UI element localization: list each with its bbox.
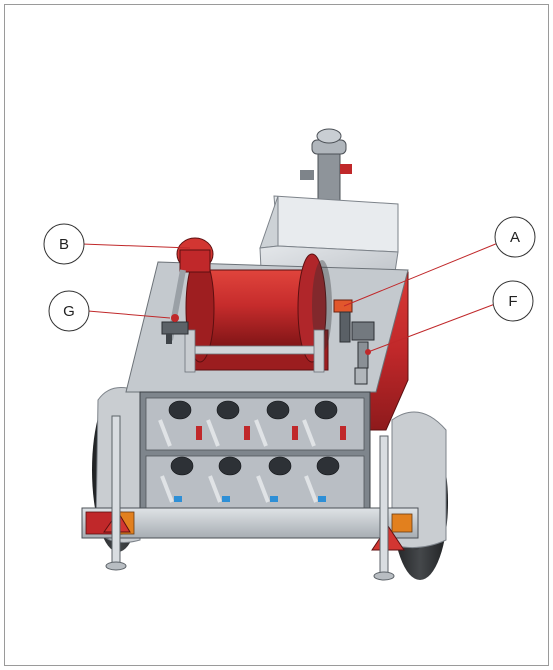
lance-holder [167, 237, 214, 341]
callout-a: A [494, 216, 536, 258]
callout-f: F [492, 280, 534, 322]
svg-text:B: B [59, 236, 69, 253]
svg-text:A: A [510, 229, 520, 246]
svg-text:G: G [63, 303, 75, 320]
leader-lines [81, 242, 499, 353]
support-legs [105, 415, 395, 581]
hose-reel [184, 253, 332, 373]
svg-text:F: F [508, 293, 517, 310]
valve-assembly [333, 299, 375, 385]
spray-gun [161, 314, 189, 344]
nozzle-bank [139, 391, 371, 515]
rear-bumper [81, 507, 419, 551]
callout-b: B [43, 223, 85, 265]
callout-g: G [48, 290, 90, 332]
